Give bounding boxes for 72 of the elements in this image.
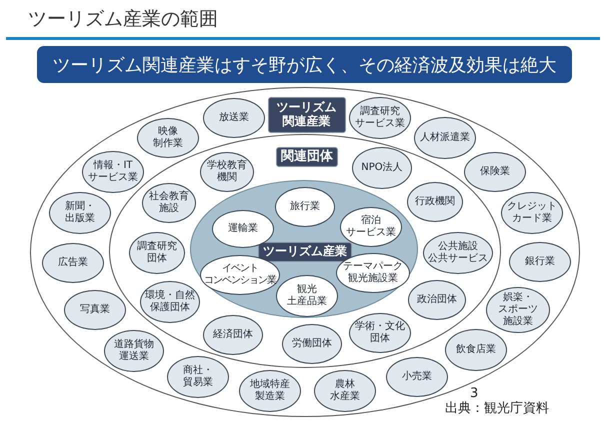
category-oval	[276, 275, 338, 317]
category-oval	[203, 98, 265, 138]
category-label: 娯楽・スポーツ施設業	[498, 292, 538, 328]
category-oval	[486, 287, 550, 333]
category-label: 社会教育施設	[149, 191, 189, 215]
category-oval	[167, 356, 229, 398]
category-label: 商社・貿易業	[183, 365, 213, 389]
category-label: NPO法人	[361, 162, 403, 174]
slide-title: ツーリズム産業の範囲	[28, 8, 218, 31]
category-label: 小売業	[402, 371, 432, 383]
category-label: 新聞・出版業	[65, 201, 95, 225]
category-label: 政治団体	[417, 294, 457, 306]
category-label: 公共施設公共サービス	[428, 241, 488, 265]
category-oval	[464, 152, 526, 192]
category-label: 保険業	[480, 166, 510, 178]
category-oval	[64, 290, 126, 330]
category-oval	[239, 370, 301, 412]
category-label: 農林水産業	[330, 379, 360, 403]
category-label: 道路貨物運送業	[114, 339, 154, 363]
category-oval	[140, 281, 200, 323]
category-label: 環境・自然保護団体	[145, 290, 195, 314]
category-oval	[414, 117, 476, 159]
headline-banner: ツーリズム関連産業はすそ野が広く、その経済波及効果は絶大	[37, 46, 572, 83]
category-label: 銀行業	[525, 256, 555, 268]
category-oval	[407, 182, 463, 222]
category-label: テーマパーク観光施設業	[343, 261, 403, 285]
category-oval	[445, 329, 507, 371]
category-label: 人材派遣業	[420, 132, 470, 144]
category-label: イベントコンベンション業	[204, 263, 276, 287]
category-oval	[352, 147, 412, 189]
category-label: 放送業	[219, 112, 249, 124]
category-oval	[129, 232, 185, 274]
category-oval	[408, 280, 466, 320]
category-oval	[104, 330, 164, 372]
category-oval	[137, 118, 199, 158]
category-label: 行政機関	[415, 196, 455, 208]
source-note: 出典：観光庁資料	[445, 402, 549, 417]
category-oval	[203, 315, 263, 355]
category-oval	[340, 207, 402, 247]
category-label: 映像制作業	[153, 126, 183, 150]
category-label: 調査研究サービス業	[355, 106, 405, 130]
category-oval	[200, 152, 254, 192]
category-label: 労働団体	[292, 338, 332, 350]
category-oval	[501, 192, 563, 234]
category-label: 写真業	[80, 304, 110, 316]
category-oval	[142, 183, 196, 223]
category-oval	[314, 370, 376, 412]
category-label: 広告業	[58, 257, 88, 269]
category-label: 学校教育機関	[207, 160, 247, 184]
category-oval	[49, 192, 111, 234]
section-heading: 関連団体	[276, 147, 338, 167]
page-number: 3	[470, 387, 478, 401]
section-heading: ツーリズム関連産業	[268, 96, 346, 132]
section-heading: ツーリズム産業	[258, 242, 352, 262]
category-label: 地域特産製造業	[250, 379, 290, 403]
category-oval	[275, 187, 335, 227]
category-label: 学術・文化団体	[355, 321, 405, 345]
category-label: クレジットカード業	[507, 201, 557, 225]
category-oval	[349, 97, 411, 139]
category-label: 旅行業	[290, 201, 320, 213]
category-oval	[82, 151, 144, 193]
category-oval	[349, 313, 411, 353]
category-label: 調査研究団体	[137, 241, 177, 265]
category-label: 運輸業	[228, 223, 258, 235]
category-label: 観光土産品業	[287, 284, 327, 308]
category-label: 飲食店業	[456, 344, 496, 356]
category-label: 経済団体	[213, 329, 253, 341]
category-oval	[386, 357, 448, 397]
category-label: 情報・ITサービス業	[88, 160, 138, 184]
category-oval	[212, 210, 274, 248]
category-label: 宿泊サービス業	[346, 215, 396, 239]
category-oval	[200, 255, 280, 295]
